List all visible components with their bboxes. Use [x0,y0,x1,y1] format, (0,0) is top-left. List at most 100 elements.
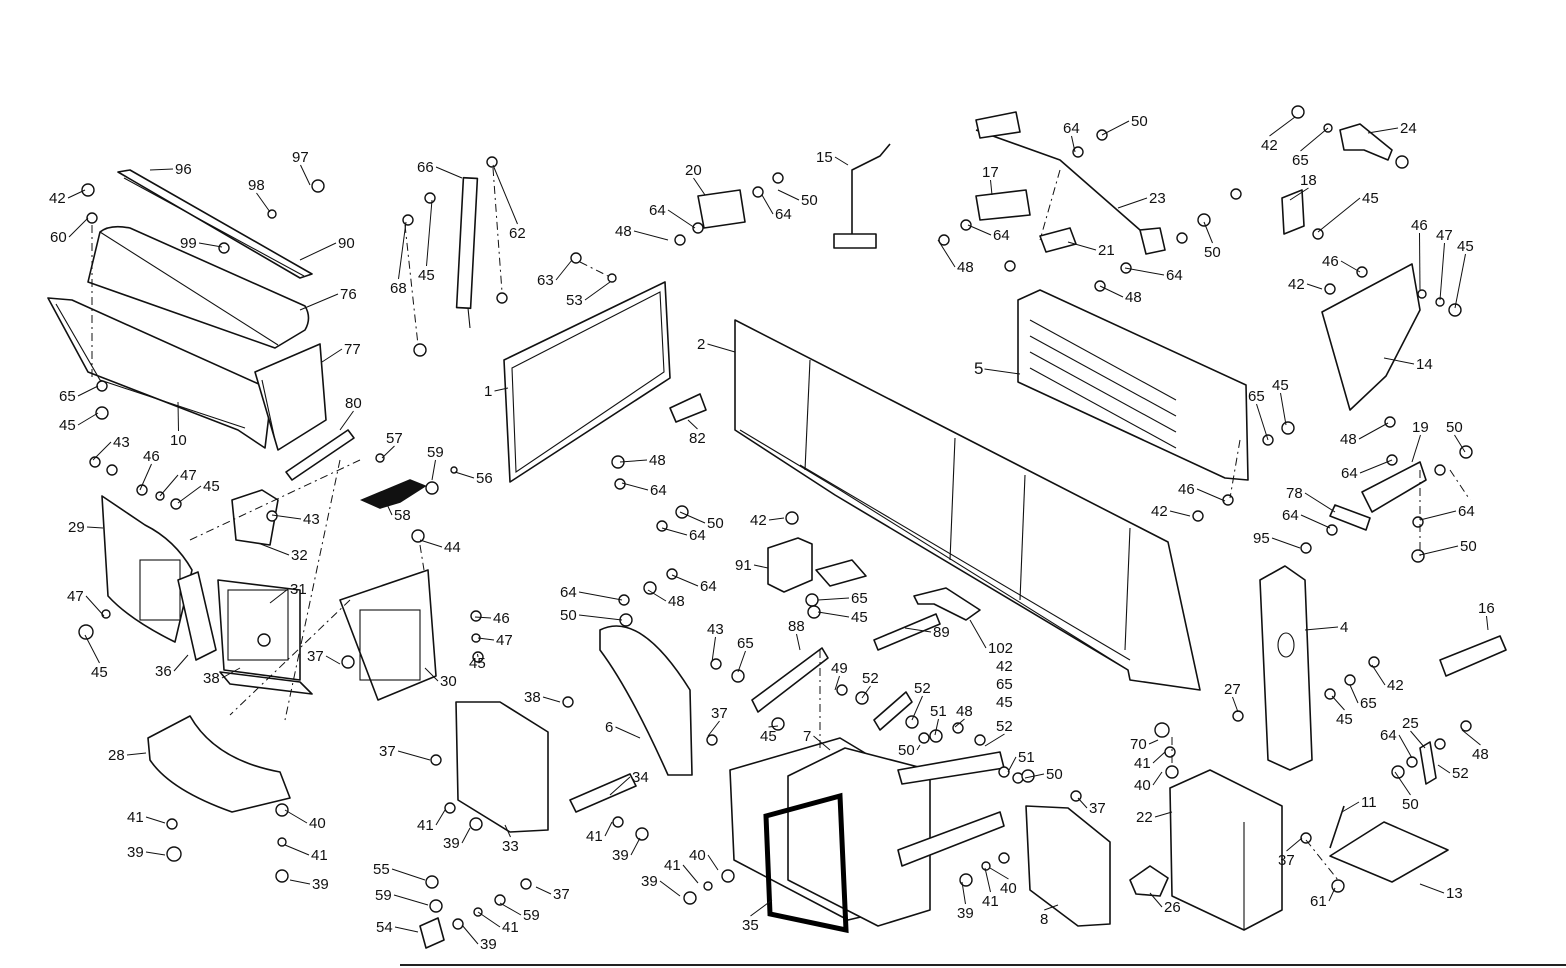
leader-53 [584,281,611,301]
callout-65: 65 [1292,152,1309,169]
callout-45: 45 [851,609,868,626]
part-28-shroud [147,715,291,813]
callout-64: 64 [649,202,666,219]
leader-64 [1359,459,1393,474]
part-4-column [1259,565,1313,771]
callout-59: 59 [427,444,444,461]
leader-45 [177,485,202,504]
leader-48 [647,589,667,602]
callout-45: 45 [91,664,108,681]
leader-52 [984,733,1005,747]
leader-42 [768,517,785,521]
callout-77: 77 [344,341,361,358]
callout-17: 17 [982,164,999,181]
callout-47: 47 [1436,227,1453,244]
assembly-lines [91,167,1471,881]
part-35-gasket [763,792,849,934]
callout-46: 46 [1178,481,1195,498]
callout-50: 50 [1046,766,1063,783]
callout-36: 36 [155,663,172,680]
callout-45: 45 [996,694,1013,711]
callout-62: 62 [509,225,526,242]
leader-91 [753,564,769,569]
leader-50 [1394,771,1411,796]
callout-45: 45 [1336,711,1353,728]
callout-29: 29 [68,519,85,536]
leader-51 [1007,756,1017,773]
callout-41: 41 [664,857,681,874]
leader-50 [1101,120,1130,136]
leader-43 [711,636,716,663]
leader-31 [269,588,289,604]
callout-40: 40 [1000,880,1017,897]
callout-44: 44 [444,539,461,556]
leader-2 [707,343,736,353]
leader-38 [221,667,241,679]
callout-76: 76 [340,286,357,303]
callout-52: 52 [996,718,1013,735]
callout-45: 45 [1457,238,1474,255]
callout-23: 23 [1149,190,1166,207]
callout-19: 19 [1412,419,1429,436]
part-58-bracket [359,479,427,509]
part-34-bracket [569,773,637,813]
leader-50 [1419,545,1459,556]
leader-26 [1149,892,1163,908]
callout-48: 48 [668,593,685,610]
callout-28: 28 [108,747,125,764]
leader-39 [145,851,166,856]
leader-45 [77,412,99,426]
leader-37 [1077,797,1088,809]
leader-89 [904,627,932,633]
callout-90: 90 [338,235,355,252]
leader-45 [817,611,850,618]
bottom-rule [400,964,1566,966]
callout-33: 33 [502,838,519,855]
callout-42: 42 [49,190,66,207]
leader-21 [1067,241,1097,251]
leader-39 [961,881,966,905]
callout-97: 97 [292,149,309,166]
callout-45: 45 [203,478,220,495]
leader-68 [398,221,407,280]
callout-42: 42 [750,512,767,529]
callout-8: 8 [1040,911,1048,928]
leader-17 [990,179,993,196]
leader-80 [339,410,354,431]
callout-2: 2 [697,336,705,353]
leader-52 [861,685,871,699]
callout-26: 26 [1164,899,1181,916]
callout-50: 50 [560,607,577,624]
leader-56 [454,471,475,479]
leader-50 [578,614,623,621]
part-29-side-guard [101,495,193,643]
callout-57: 57 [386,430,403,447]
callout-42: 42 [1151,503,1168,520]
leader-15 [834,156,849,166]
leader-45 [84,634,100,664]
callout-43: 43 [707,621,724,638]
callout-64: 64 [993,227,1010,244]
callout-42: 42 [1387,677,1404,694]
callout-52: 52 [862,670,879,687]
callout-46: 46 [493,610,510,627]
callout-91: 91 [735,557,752,574]
callout-43: 43 [303,511,320,528]
callout-34: 34 [632,769,649,786]
leader-39 [659,880,681,897]
leader-37 [325,655,341,665]
leader-40 [284,809,308,824]
leader-33 [504,824,511,838]
leader-47 [477,637,495,641]
leader-41 [984,867,991,893]
leader-40 [1152,771,1163,786]
part-1-door-panel [503,281,671,483]
leader-41 [145,816,166,824]
leader-99 [198,242,223,248]
leader-65 [817,597,850,601]
leader-43 [92,441,112,461]
part-24-bracket [1339,123,1393,161]
callout-65: 65 [59,388,76,405]
callout-45: 45 [59,417,76,434]
